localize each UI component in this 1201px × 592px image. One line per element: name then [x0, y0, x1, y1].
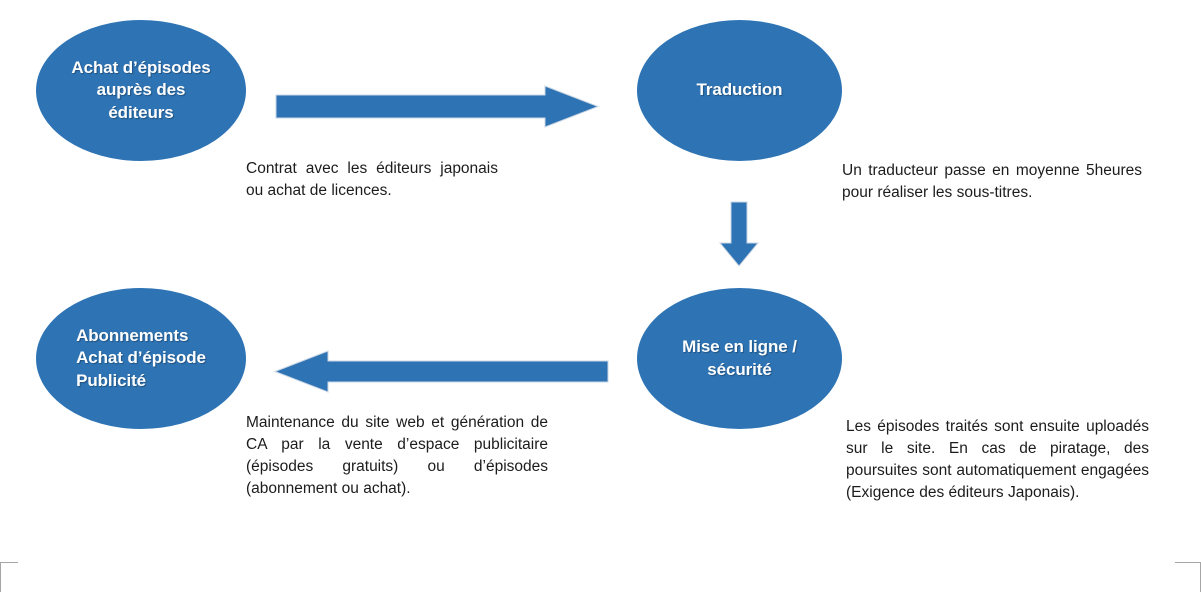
arrow-right-achat-to-traduction — [274, 84, 600, 129]
arrow-left-mise-en-ligne-to-abonnements — [273, 348, 610, 395]
node-traduction[interactable]: Traduction — [637, 20, 842, 161]
node-traduction-label: Traduction — [696, 80, 783, 100]
node-mise-en-ligne[interactable]: Mise en ligne / sécurité — [637, 288, 842, 429]
caption-mise-en-ligne-text: Les épisodes traités sont ensuite upload… — [846, 418, 1149, 501]
caption-achat-episodes-text: Contrat avec les éditeurs japonais ou ac… — [246, 160, 498, 199]
frame-corner-mark-right — [1175, 562, 1201, 592]
caption-achat-episodes: Contrat avec les éditeurs japonais ou ac… — [246, 158, 498, 202]
node-achat-episodes[interactable]: Achat d’épisodes auprès des éditeurs — [36, 20, 246, 161]
caption-abonnements-text: Maintenance du site web et génération de… — [246, 414, 548, 497]
caption-traduction-text: Un traducteur passe en moyenne 5heures p… — [842, 162, 1142, 201]
node-abonnements[interactable]: Abonnements Achat d’épisode Publicité — [36, 288, 246, 429]
arrow-down-traduction-to-mise-en-ligne — [718, 200, 760, 268]
caption-traduction: Un traducteur passe en moyenne 5heures p… — [842, 160, 1142, 204]
frame-corner-mark-left — [0, 562, 18, 592]
node-achat-episodes-label: Achat d’épisodes auprès des éditeurs — [71, 57, 211, 122]
caption-abonnements: Maintenance du site web et génération de… — [246, 412, 548, 500]
caption-mise-en-ligne: Les épisodes traités sont ensuite upload… — [846, 416, 1149, 504]
node-mise-en-ligne-label: Mise en ligne / sécurité — [682, 337, 797, 379]
node-abonnements-label: Abonnements Achat d’épisode Publicité — [76, 325, 206, 390]
